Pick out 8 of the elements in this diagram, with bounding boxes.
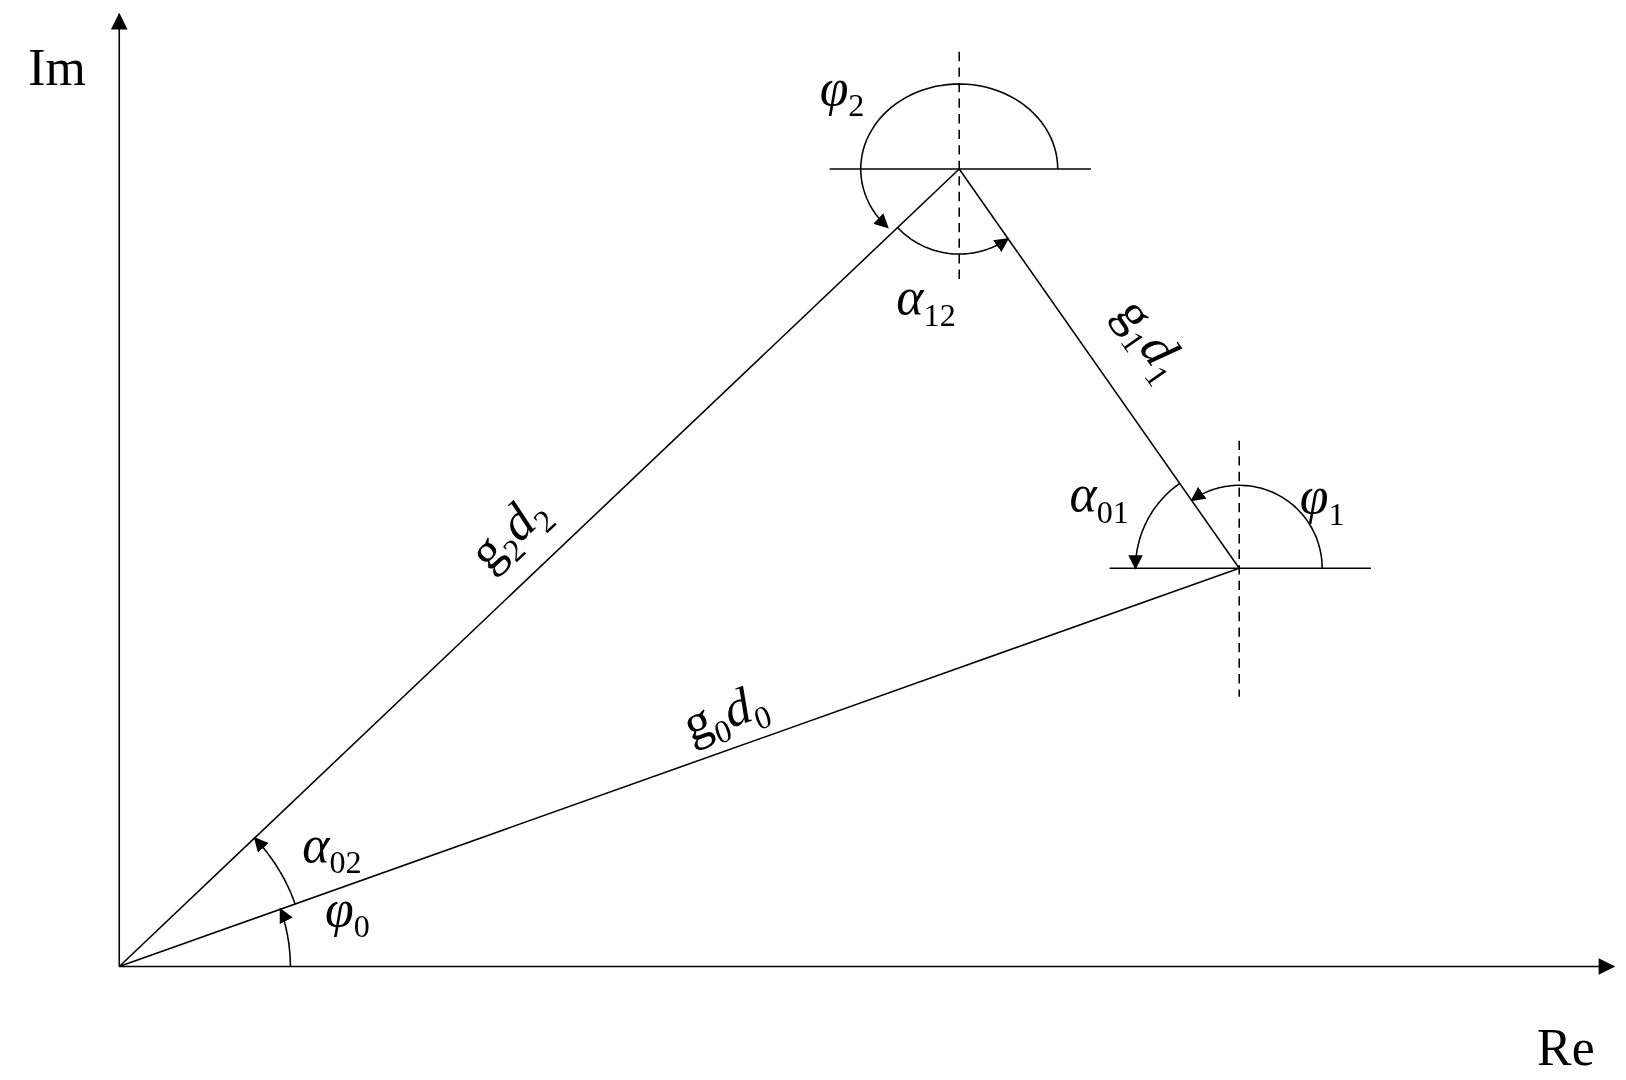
angle-label: α$_{02}$: [302, 818, 362, 879]
axis-label: Re: [1537, 1021, 1595, 1074]
angle-label: α$_{01}$: [1069, 467, 1129, 528]
angle-label: φ$_{0}$: [325, 882, 370, 943]
angle-label: α$_{12}$: [896, 270, 956, 331]
angle-label: φ$_{1}$: [1299, 469, 1345, 530]
angle-label: φ$_{2}$: [819, 61, 865, 122]
axis-label: Im: [28, 41, 86, 94]
